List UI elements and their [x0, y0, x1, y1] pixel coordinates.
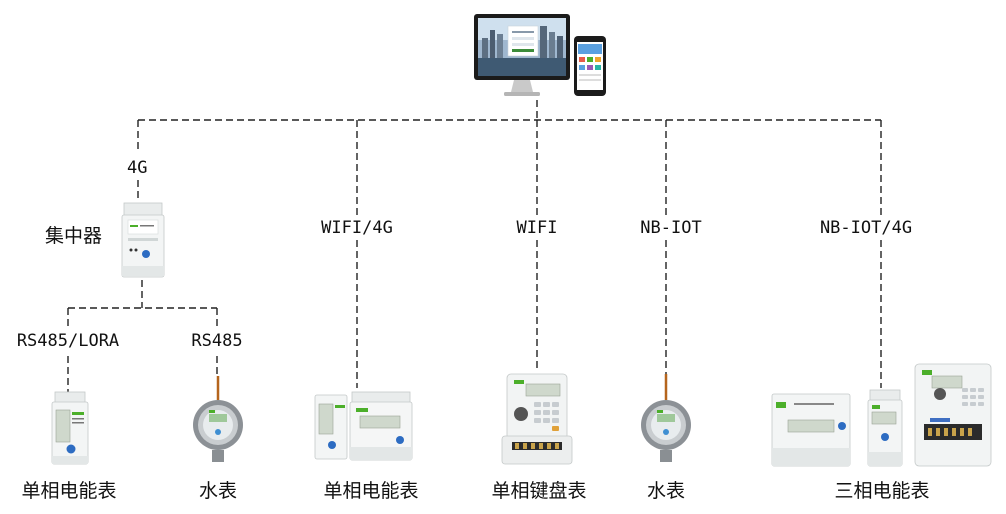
concentrator-label: 集中器 [45, 225, 103, 247]
link-label-4g: 4G [127, 158, 148, 178]
link-label-nb-iot: NB-IOT [640, 218, 702, 238]
link-label-nb-iot-4g: NB-IOT/4G [819, 218, 913, 238]
device-label-water-a: 水表 [198, 480, 238, 502]
phone-icon [574, 36, 606, 96]
link-label-rs485-lora: RS485/LORA [16, 331, 120, 351]
device-label-single-phase-a: 单相电能表 [21, 480, 117, 502]
device-label-water-b: 水表 [646, 480, 686, 502]
three-phase-meter-icon [771, 363, 992, 467]
link-label-wifi-4g: WIFI/4G [321, 218, 393, 238]
single-phase-meter-a-icon [51, 391, 89, 465]
device-label-three-phase: 三相电能表 [834, 480, 930, 502]
connection-lines [67, 100, 882, 392]
water-meter-a-icon [193, 376, 243, 462]
single-phase-meter-b-icon [314, 391, 413, 461]
monitor-icon [474, 14, 570, 96]
concentrator-icon [121, 202, 165, 278]
device-label-keypad: 单相键盘表 [491, 480, 587, 502]
keypad-meter-icon [501, 373, 573, 465]
link-label-rs485: RS485 [191, 331, 243, 351]
device-label-single-phase-b: 单相电能表 [323, 480, 419, 502]
link-label-wifi: WIFI [516, 218, 558, 238]
water-meter-b-icon [641, 374, 691, 462]
